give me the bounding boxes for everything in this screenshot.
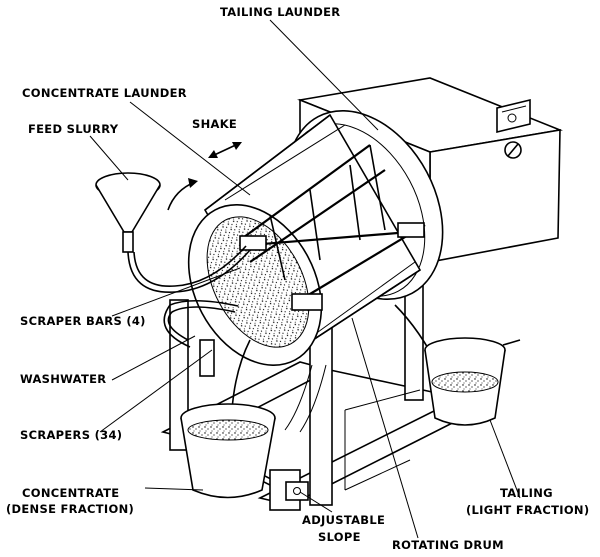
label-concentrate: CONCENTRATE	[22, 486, 119, 500]
label-shake: SHAKE	[192, 117, 237, 131]
label-rotating-drum: ROTATING DRUM	[392, 538, 504, 552]
label-tailing-launder: TAILING LAUNDER	[220, 5, 340, 19]
label-feed-slurry: FEED SLURRY	[28, 122, 119, 136]
label-dense-fraction: (DENSE FRACTION)	[6, 502, 134, 516]
concentrate-launder-chute	[284, 364, 313, 431]
concentrate-stream	[231, 339, 251, 411]
rotating-drum	[187, 109, 444, 366]
label-scraper-bars: SCRAPER BARS (4)	[20, 314, 146, 328]
scraper-bar-cage	[199, 144, 426, 377]
label-light-fraction: (LIGHT FRACTION)	[466, 503, 589, 517]
leader-lines	[89, 19, 521, 539]
label-tailing: TAILING	[500, 486, 553, 500]
shake-arrow-icon	[208, 142, 242, 158]
label-adjustable: ADJUSTABLE	[302, 513, 385, 527]
control-plate	[496, 98, 531, 134]
adjustable-slope-foot	[285, 481, 309, 501]
label-scrapers: SCRAPERS (34)	[20, 428, 122, 442]
label-slope: SLOPE	[318, 530, 361, 544]
concentrate-bucket	[180, 403, 276, 499]
label-concentrate-launder: CONCENTRATE LAUNDER	[22, 86, 187, 100]
tailing-bucket	[424, 337, 521, 426]
washwater-pipe	[167, 306, 236, 341]
label-washwater: WASHWATER	[20, 372, 106, 386]
